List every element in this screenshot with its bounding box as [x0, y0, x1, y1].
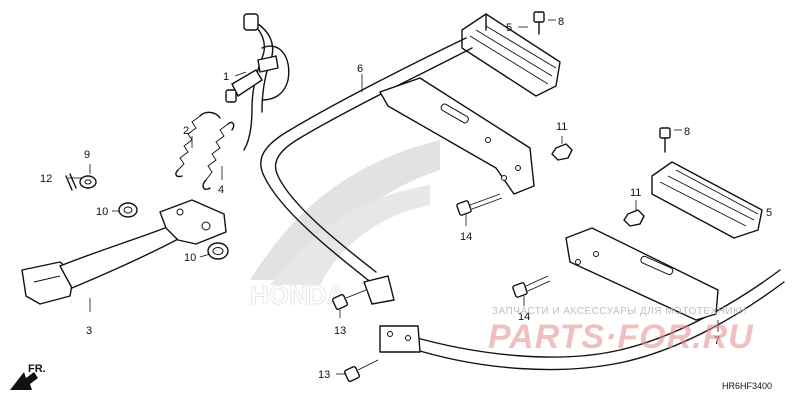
- callout-11-upper: 11: [556, 121, 567, 133]
- callout-5-upper: 5: [506, 22, 512, 34]
- callout-9: 9: [84, 149, 90, 161]
- front-direction-arrow: FR.: [10, 363, 46, 390]
- brake-switch: [225, 13, 290, 151]
- step-frame-upper: [260, 37, 535, 305]
- flange-bolt-upper: [456, 193, 503, 216]
- bolt-upper: [533, 11, 545, 35]
- direction-label: FR.: [28, 363, 46, 375]
- watermark-caption: ЗАПЧАСТИ И АКСЕССУАРЫ ДЛЯ МОТОТЕХНИКИ: [492, 306, 748, 317]
- callout-13-lower: 13: [318, 369, 330, 381]
- washer: [79, 175, 97, 189]
- return-spring-upper: [175, 111, 221, 178]
- bushing-lower: [207, 242, 229, 260]
- callouts: 1 2 3 4 5 5 6 7 8 8 9 10 10 11 11 12 13 …: [40, 16, 772, 381]
- bolt-lower: [659, 127, 671, 153]
- callout-14-upper: 14: [460, 231, 472, 243]
- watermark-logo: PARTS·FOR.RU: [488, 318, 754, 356]
- return-spring-lower: [202, 121, 235, 190]
- callout-10-upper: 10: [96, 206, 108, 218]
- footrest-upper: [461, 13, 561, 97]
- footrest-lower: [651, 161, 763, 239]
- honda-watermark: HONDA: [250, 140, 440, 311]
- callout-4: 4: [218, 184, 224, 196]
- callout-12: 12: [40, 173, 52, 185]
- callout-13-upper: 13: [334, 325, 346, 337]
- leader-lines: [68, 19, 719, 375]
- callout-5-lower: 5: [766, 207, 772, 219]
- flange-bolt-lower: [512, 275, 551, 298]
- cotter-pin: [65, 173, 77, 191]
- callout-6: 6: [357, 63, 363, 75]
- callout-14-lower: 14: [518, 311, 530, 323]
- callout-8-lower: 8: [684, 126, 690, 138]
- callout-10-lower: 10: [184, 252, 196, 264]
- callout-7: 7: [714, 335, 720, 347]
- step-frame-lower: [379, 227, 785, 371]
- diagram-code: HR6HF3400: [722, 381, 773, 391]
- bushing-upper: [118, 202, 138, 218]
- brake-pedal: [21, 199, 227, 305]
- flange-bolt-13-lower: [343, 359, 379, 383]
- honda-wordmark: HONDA: [250, 280, 346, 310]
- callout-3: 3: [86, 325, 92, 337]
- nut-lower: [623, 209, 645, 227]
- callout-2: 2: [183, 125, 189, 137]
- callout-8-upper: 8: [558, 16, 564, 28]
- flange-bolt-13-upper: [331, 289, 367, 311]
- callout-1: 1: [223, 71, 229, 83]
- callout-11-lower: 11: [630, 187, 641, 199]
- nut-upper: [551, 143, 573, 161]
